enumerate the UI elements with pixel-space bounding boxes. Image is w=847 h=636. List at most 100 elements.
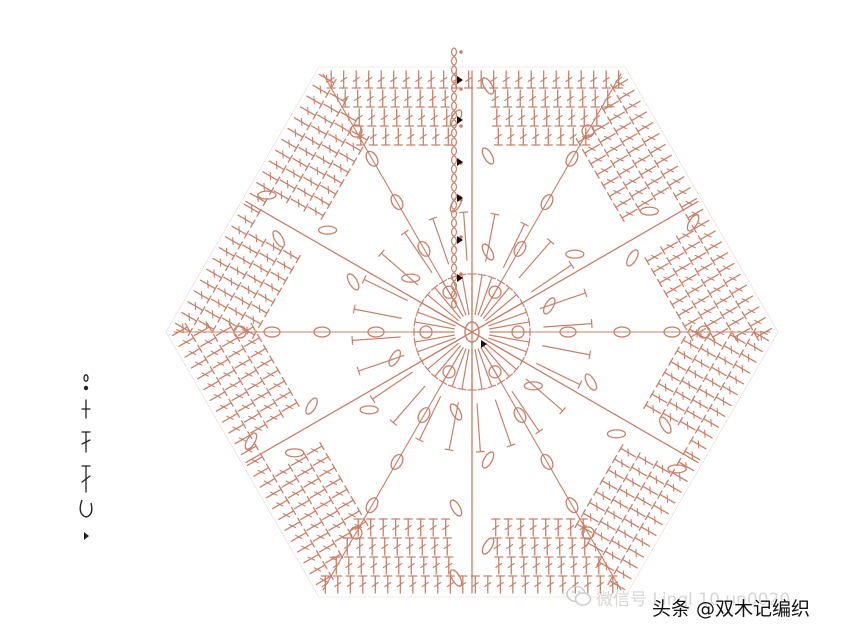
stitch-cross <box>607 103 615 108</box>
stitch-cross <box>490 76 498 83</box>
stitch-top-bar <box>323 130 329 139</box>
chain-loop <box>540 453 554 470</box>
chain-loop <box>613 326 631 338</box>
chain-loop <box>401 273 421 283</box>
stitch-cross <box>678 265 687 270</box>
chain-loop <box>272 230 285 248</box>
stitch-cross <box>610 146 618 151</box>
stitch-top-bar <box>319 517 325 526</box>
stitch-cross <box>579 95 587 102</box>
stitch-top-bar <box>329 119 336 128</box>
stitch-cross <box>641 200 649 206</box>
picot-loop <box>233 325 247 339</box>
stitch-cross <box>541 95 549 102</box>
stitch-cross <box>657 189 665 195</box>
stitch-cross <box>716 254 725 260</box>
stitch-cross <box>635 189 643 195</box>
stitch-cross <box>238 437 247 442</box>
middle-stitch <box>404 231 433 273</box>
middle-stitch <box>392 385 426 424</box>
middle-stitch-bar <box>352 304 356 314</box>
stitch-cross <box>603 135 612 141</box>
stitch-top-bar <box>621 514 627 523</box>
stitch-cross <box>442 524 450 531</box>
stitch-top-bar <box>264 309 270 318</box>
stitch-cross <box>393 543 401 550</box>
stitch-top-bar <box>353 116 359 126</box>
stitch-cross <box>622 168 631 173</box>
stitch-top-bar <box>588 159 594 168</box>
inner-stitch-bar <box>424 291 431 299</box>
stitch-cross <box>366 95 374 102</box>
stitch-top-bar <box>338 474 344 483</box>
stitch-cross <box>391 95 399 102</box>
stitch-cross <box>368 543 376 550</box>
stitch-top-bar <box>622 473 629 483</box>
stitch-cross <box>529 95 537 102</box>
chain-loop <box>686 214 700 232</box>
stitch-cross <box>710 244 718 249</box>
stitch-cross <box>546 581 554 588</box>
stitch-top-bar <box>694 425 701 434</box>
stitch-cross <box>384 581 392 588</box>
stitch-top-bar <box>328 160 334 169</box>
stitch-top-bar <box>660 409 666 418</box>
stitch-cross <box>529 524 537 531</box>
stitch-cross <box>506 543 514 550</box>
stitch-top-bar <box>293 143 300 153</box>
stitch-cross <box>405 114 413 121</box>
stitch-top-bar <box>681 322 688 331</box>
middle-stitch-bar <box>356 366 361 376</box>
stitch-top-bar <box>657 490 663 499</box>
stitch-top-bar <box>322 485 328 494</box>
inner-stitch <box>434 286 462 319</box>
stitch-cross <box>418 114 426 121</box>
stitch-top-bar <box>682 246 688 255</box>
stitch-top-bar <box>259 279 265 288</box>
stitch-top-bar <box>610 495 616 504</box>
stitch-top-bar <box>719 311 725 320</box>
stitch-cross <box>279 394 288 399</box>
stitch-top-bar <box>599 476 605 485</box>
stitch-top-bar <box>281 165 287 174</box>
stitch-top-bar <box>237 241 243 250</box>
stitch-cross <box>392 524 400 531</box>
stitch-cross <box>628 103 637 108</box>
chain-stitch <box>451 209 458 219</box>
stitch-top-bar <box>616 170 622 179</box>
stitch-top-bar <box>304 162 311 172</box>
stitch-cross <box>557 562 565 569</box>
stitch-cross <box>565 76 573 83</box>
stitch-top-bar <box>605 465 611 475</box>
stitch-cross <box>584 581 592 588</box>
stitch-top-bar <box>607 116 613 125</box>
stitch-cross <box>703 308 712 314</box>
stitch-top-bar <box>319 441 325 451</box>
stitch-top-bar <box>200 306 206 315</box>
chain-stitch <box>451 56 458 66</box>
stitch-top-bar <box>666 257 672 266</box>
stitch-cross <box>267 372 275 377</box>
stitch-cross <box>622 92 631 97</box>
stitch-top-bar <box>655 379 661 388</box>
stitch-top-bar <box>234 409 240 418</box>
stitch-top-bar <box>735 300 741 309</box>
stitch-cross <box>555 114 563 121</box>
stitch-cross <box>402 76 410 83</box>
chain-stitch <box>451 254 458 264</box>
stitch-cross <box>663 276 671 281</box>
picot-loop <box>349 526 363 540</box>
direction-arrow-icon <box>457 116 463 124</box>
stitch-top-bar <box>697 311 703 320</box>
stitch-cross <box>507 562 515 569</box>
stitch-top-bar <box>316 474 322 483</box>
middle-stitch <box>485 213 496 262</box>
stitch-top-bar <box>342 97 348 107</box>
stitch-top-bar <box>597 138 603 147</box>
stitch-top-bar <box>197 344 203 353</box>
stitch-cross <box>279 469 287 475</box>
middle-stitch-bar <box>506 443 516 448</box>
picot-loop <box>442 285 456 299</box>
stitch-top-bar <box>256 333 263 342</box>
stitch-cross <box>348 513 356 518</box>
